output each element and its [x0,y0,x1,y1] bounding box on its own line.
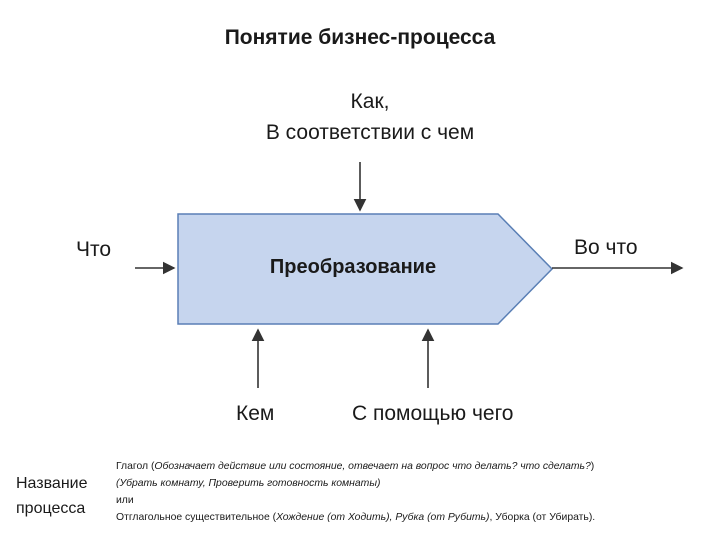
mechanism-label: С помощью чего [352,402,514,425]
verb-examples-text: (Убрать комнату, Проверить готовность ко… [116,478,381,489]
process-label: Преобразование [269,256,437,278]
control-label: Как, В соответствии с чем [200,86,540,148]
control-label-line2: В соответствии с чем [265,121,475,144]
naming-notes: Глагол (Обозначает действие или состояни… [116,458,716,526]
slide-title: Понятие бизнес-процесса [224,26,496,49]
verb-rule: Глагол (Обозначает действие или состояни… [116,458,716,475]
verb-suffix: ) [590,461,595,472]
noun-rule: Отглагольное существительное (Хождение (… [116,509,716,526]
input-label: Что [76,238,112,261]
process-shape [177,213,554,325]
output-label: Во что [574,236,638,259]
noun-examples: Хождение (от Ходить), Рубка (от Рубить) [276,512,490,523]
verb-examples: (Убрать комнату, Проверить готовность ко… [116,475,716,492]
control-label-line1: Как, [350,90,390,113]
process-name-line2: процесса [16,500,86,517]
process-name-line1: Название [16,475,88,492]
verb-prefix: Глагол ( [116,461,155,472]
verb-description: Обозначает действие или состояние, отвеч… [154,461,591,472]
noun-prefix: Отглагольное существительное ( [116,512,277,523]
process-name-label: Название процесса [16,471,88,521]
noun-example-last: , Уборка (от Убирать). [489,512,596,523]
or-text: или [116,495,134,506]
performer-label: Кем [236,402,275,425]
